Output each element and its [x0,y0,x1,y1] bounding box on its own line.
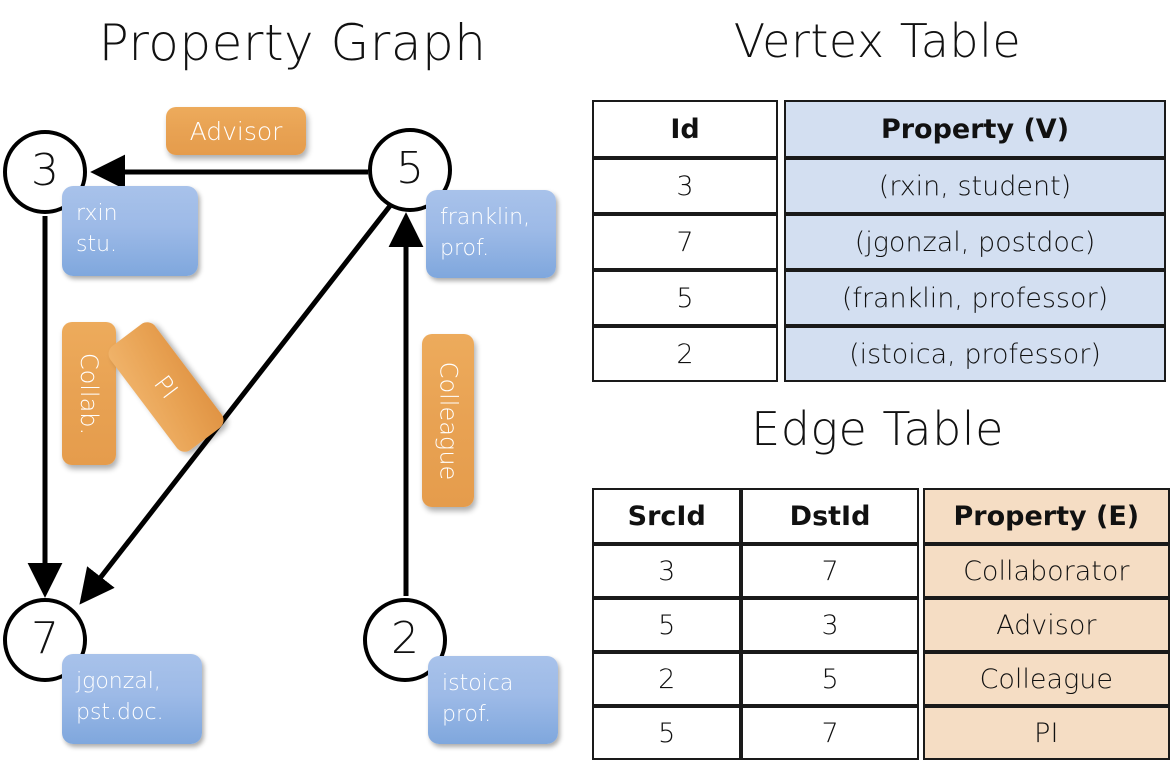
vertex-row-0-id: 3 [592,158,778,214]
edge-label-advisor[interactable]: Advisor [166,107,306,155]
edge-table-column-gap [918,706,923,760]
table-row[interactable]: 7 (jgonzal, postdoc) [592,214,1166,270]
graph-node-5-label: 5 [396,143,424,195]
table-row[interactable]: 5 3 Advisor [592,598,1170,652]
edge-table-header-dstid: DstId [741,488,919,544]
edge-label-colleague[interactable]: Colleague [422,334,474,507]
vertex-table-column-gap [778,100,784,158]
vertex-row-1-property: (jgonzal, postdoc) [784,214,1166,270]
edge-label-colleague-text: Colleague [434,361,463,480]
vertex-table-column-gap [778,270,784,326]
edge-row-3-property: PI [922,706,1170,760]
edge-row-0-src: 3 [592,544,742,598]
vertex-table-header-property: Property (V) [784,100,1166,158]
vertex-property-box-3-name: rxin [76,201,118,226]
edge-row-2-property: Colleague [922,652,1170,706]
edge-row-0-property: Collaborator [922,544,1170,598]
vertex-table-column-gap [778,326,784,382]
edge-row-1-property: Advisor [922,598,1170,652]
vertex-table-column-gap [778,214,784,270]
graph-node-3-label: 3 [31,145,59,197]
edge-table-header-property: Property (E) [922,488,1170,544]
graph-node-7-label: 7 [31,613,59,665]
graph-edges-layer [27,154,424,605]
table-row[interactable]: 2 (istoica, professor) [592,326,1166,382]
vertex-property-box-2-role: prof. [442,702,492,728]
table-row[interactable]: 5 7 PI [592,706,1170,760]
vertex-property-box-7-role: pst.doc. [76,700,164,726]
edge-row-2-src: 2 [592,652,742,706]
vertex-table-header-id: Id [592,100,778,158]
edge-table-column-gap [918,488,923,544]
edge-row-1-dst: 3 [741,598,919,652]
table-row[interactable]: 3 (rxin, student) [592,158,1166,214]
vertex-property-box-3-role: stu. [76,232,118,258]
graph-node-2-label: 2 [391,613,419,665]
edge-table-header-srcid: SrcId [592,488,742,544]
vertex-property-box-7[interactable]: jgonzal, pst.doc. [62,654,202,744]
edge-label-pi-text: PI [148,369,184,405]
edge-label-advisor-text: Advisor [189,116,283,146]
edge-label-collab[interactable]: Collab. [62,322,116,465]
edge-row-0-dst: 7 [741,544,919,598]
vertex-table-header-row: Id Property (V) [592,100,1166,158]
page-title-property-graph: Property Graph [98,14,487,72]
graph-node-2[interactable]: 2 [363,598,447,682]
vertex-table: Id Property (V) 3 (rxin, student) 7 (jgo… [592,100,1166,382]
vertex-property-box-5[interactable]: franklin, prof. [426,190,556,278]
edge-row-3-src: 5 [592,706,742,760]
edge-table-column-gap [918,544,923,598]
vertex-property-box-2[interactable]: istoica prof. [428,656,558,744]
edge-row-2-dst: 5 [741,652,919,706]
edge-table-header-row: SrcId DstId Property (E) [592,488,1170,544]
table-row[interactable]: 5 (franklin, professor) [592,270,1166,326]
table-row[interactable]: 3 7 Collaborator [592,544,1170,598]
vertex-row-1-id: 7 [592,214,778,270]
vertex-row-3-id: 2 [592,326,778,382]
page-title-edge-table: Edge Table [751,402,1004,456]
vertex-row-0-property: (rxin, student) [784,158,1166,214]
vertex-row-2-property: (franklin, professor) [784,270,1166,326]
edge-table-column-gap [918,598,923,652]
vertex-row-3-property: (istoica, professor) [784,326,1166,382]
vertex-property-box-5-role: prof. [440,236,490,262]
table-row[interactable]: 2 5 Colleague [592,652,1170,706]
edge-table: SrcId DstId Property (E) 3 7 Collaborato… [592,488,1170,760]
vertex-property-box-5-name: franklin, [440,205,531,230]
vertex-table-column-gap [778,158,784,214]
edge-line-5-to-7 [79,200,395,605]
page-title-vertex-table: Vertex Table [733,14,1022,68]
vertex-property-box-3[interactable]: rxin stu. [62,186,198,276]
edge-row-1-src: 5 [592,598,742,652]
edge-table-column-gap [918,652,923,706]
graph-node-5[interactable]: 5 [368,128,452,212]
edge-label-collab-text: Collab. [75,352,104,435]
vertex-property-box-2-name: istoica [442,671,514,696]
vertex-row-2-id: 5 [592,270,778,326]
vertex-property-box-7-name: jgonzal, [76,669,161,694]
property-graph-diagram: 3 5 7 2 rxin stu. franklin, prof. jgonza… [3,107,558,744]
edge-row-3-dst: 7 [741,706,919,760]
